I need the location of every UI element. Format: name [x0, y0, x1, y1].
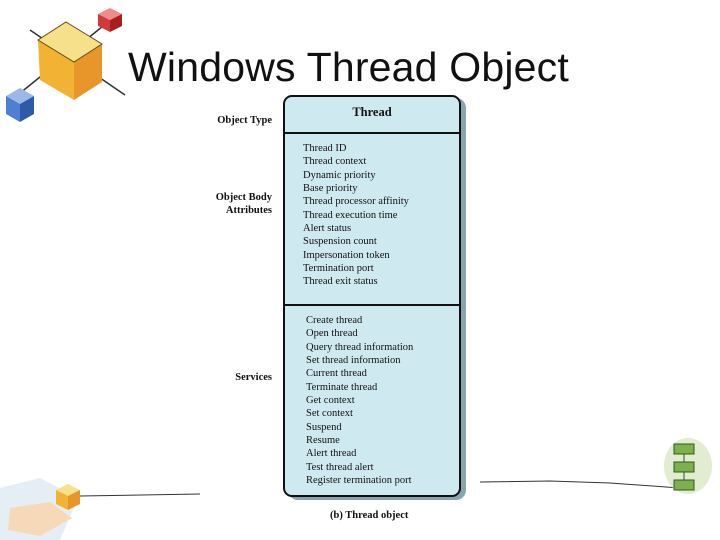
service-item: Suspend — [306, 421, 342, 433]
service-item: Register termination port — [306, 475, 412, 487]
attribute-item: Alert status — [303, 223, 352, 235]
label-object-type: Object Type — [217, 115, 272, 126]
attribute-item: Termination port — [303, 263, 374, 275]
service-item: Get context — [306, 395, 355, 407]
cubes-clipart-icon — [6, 8, 126, 122]
label-attributes: Attributes — [225, 205, 272, 216]
service-item: Terminate thread — [306, 381, 378, 393]
attribute-item: Suspension count — [303, 236, 377, 248]
service-item: Test thread alert — [306, 461, 374, 473]
service-item: Query thread information — [306, 341, 414, 353]
service-item: Create thread — [306, 315, 363, 326]
thread-object-box: Thread Thread ID Thread context Dynamic … — [283, 95, 461, 497]
service-item: Set context — [306, 408, 353, 420]
attribute-item: Thread context — [303, 156, 367, 168]
document-stack-clipart-icon — [480, 438, 712, 494]
service-item: Alert thread — [306, 448, 357, 460]
slide-title: Windows Thread Object — [128, 44, 569, 90]
attribute-item: Impersonation token — [303, 249, 390, 261]
label-services: Services — [235, 372, 272, 383]
service-item: Resume — [306, 435, 340, 447]
services-divider — [285, 304, 459, 306]
attribute-item: Thread processor affinity — [303, 196, 409, 208]
attribute-item: Thread exit status — [303, 276, 378, 288]
attribute-item: Base priority — [303, 183, 358, 195]
hand-cube-clipart-icon — [0, 478, 201, 540]
service-item: Current thread — [306, 368, 367, 380]
service-item: Open thread — [306, 328, 358, 340]
type-divider — [285, 132, 459, 134]
service-list: Create thread Open thread Query thread i… — [306, 314, 413, 487]
attribute-item: Dynamic priority — [303, 169, 376, 181]
service-item: Set thread information — [306, 355, 401, 367]
attribute-list: Thread ID Thread context Dynamic priorit… — [303, 142, 409, 289]
box-title: Thread — [352, 105, 392, 119]
label-object-body: Object Body — [215, 192, 272, 203]
attribute-item: Thread execution time — [303, 209, 398, 221]
figure-caption: (b) Thread object — [330, 510, 409, 521]
attribute-item: Thread ID — [303, 143, 347, 154]
